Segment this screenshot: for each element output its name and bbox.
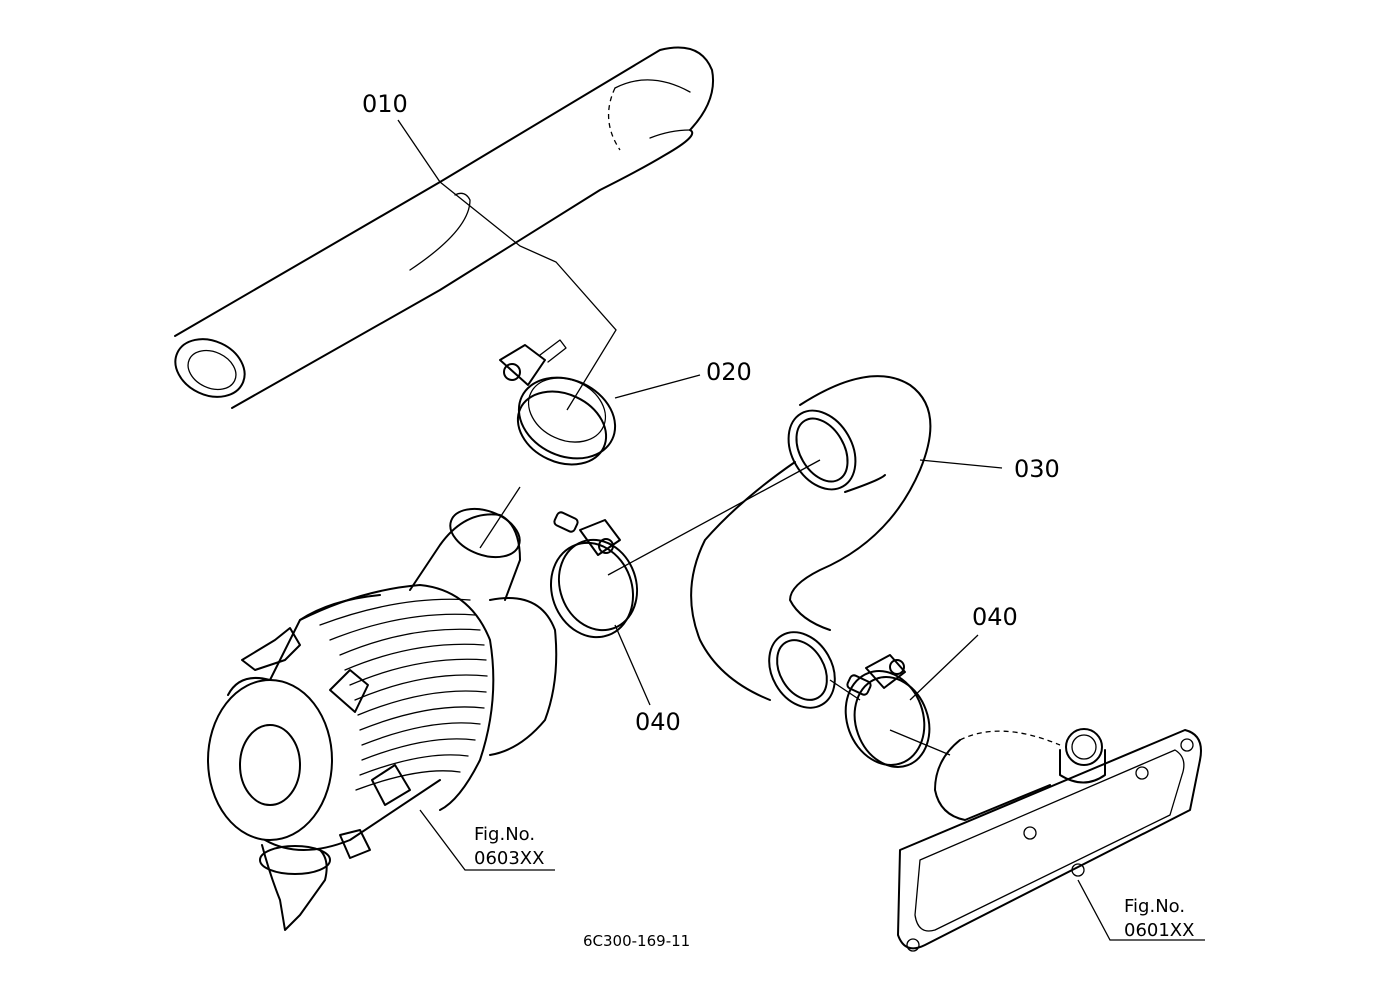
hose-clamp-040-lower [844, 654, 931, 768]
leader-lines [397, 119, 1205, 941]
label-030: 030 [1014, 455, 1060, 483]
fig-ref-0601-line1: Fig.No. [1124, 896, 1185, 917]
fig-ref-0603-line1: Fig.No. [474, 824, 535, 845]
fig-ref-0603-line2: 0603XX [474, 848, 544, 869]
fig-ref-0601-line2: 0601XX [1124, 920, 1194, 941]
label-040-lower: 040 [972, 603, 1018, 631]
intake-manifold [897, 728, 1202, 952]
label-020: 020 [706, 358, 752, 386]
label-040-upper: 040 [635, 708, 681, 736]
drawing-code: 6C300-169-11 [583, 932, 690, 950]
label-010: 010 [362, 90, 408, 118]
elbow-hose-030 [690, 375, 932, 709]
hose-clamp-020 [499, 339, 617, 466]
intake-pipe-010 [174, 46, 714, 409]
hose-clamp-040-upper [549, 511, 639, 639]
air-cleaner-assembly [207, 507, 558, 931]
